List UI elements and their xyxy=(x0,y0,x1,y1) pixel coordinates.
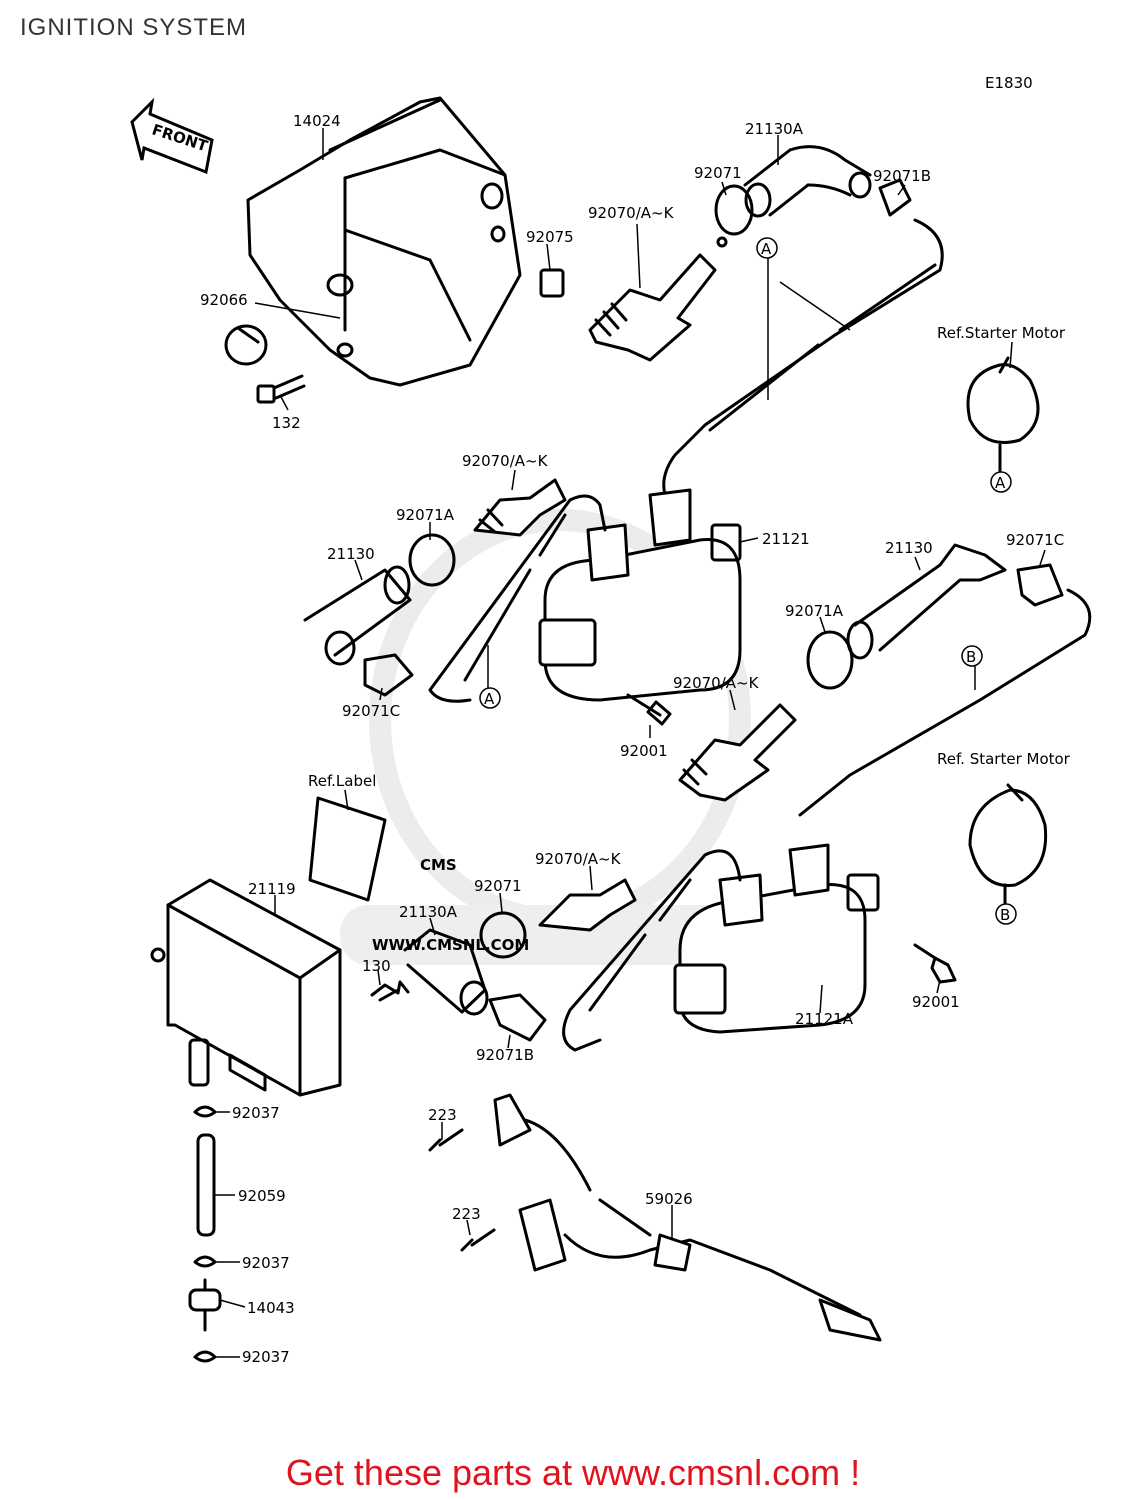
callout-92037-b: 92037 xyxy=(242,1254,290,1272)
callout-21130-left: 21130 xyxy=(327,545,375,563)
callout-14043: 14043 xyxy=(247,1299,295,1317)
callout-ref-starter-2: Ref. Starter Motor xyxy=(937,750,1071,768)
callout-92001-mid: 92001 xyxy=(620,742,668,760)
parts-diagram: CMS WWW.CMSNL.COM E1830 FRONT xyxy=(130,74,1092,1366)
starter-band-b xyxy=(968,783,1048,907)
seal-92071A-right xyxy=(806,630,854,690)
grommet-92066 xyxy=(224,324,268,366)
callout-92075: 92075 xyxy=(526,228,574,246)
ht-lead-left xyxy=(428,494,607,703)
ignition-coil-21121 xyxy=(538,488,742,702)
callout-92066: 92066 xyxy=(200,291,248,309)
harness-59026 xyxy=(493,1093,882,1342)
callout-223-b: 223 xyxy=(452,1205,481,1223)
marker-b-2: B xyxy=(1000,906,1010,924)
watermark-url: WWW.CMSNL.COM xyxy=(372,936,529,954)
spark-plug-mid xyxy=(473,478,567,537)
callouts: 14024 92075 92066 132 21130A 92071 92071… xyxy=(200,112,1071,1366)
callout-21121A: 21121A xyxy=(795,1010,854,1028)
callout-92071B-low: 92071B xyxy=(476,1046,534,1064)
leader-lines xyxy=(214,128,1046,1358)
hose-assembly xyxy=(188,1105,222,1363)
callout-132: 132 xyxy=(272,414,301,432)
callout-130: 130 xyxy=(362,957,391,975)
marker-b-1: B xyxy=(966,648,976,666)
ht-lead-bottom xyxy=(562,849,742,1052)
callout-92070-right: 92070/A~K xyxy=(673,674,760,692)
plug-cap-21130A-low xyxy=(403,928,489,1016)
callout-92037-c: 92037 xyxy=(242,1348,290,1366)
spark-plug-top xyxy=(588,236,728,362)
callout-92071C-right: 92071C xyxy=(1006,531,1064,549)
plug-cap-21130-left xyxy=(303,565,412,666)
callout-92059: 92059 xyxy=(238,1187,286,1205)
callout-92001-low: 92001 xyxy=(912,993,960,1011)
callout-21130A-low: 21130A xyxy=(399,903,458,921)
footer-link[interactable]: Get these parts at www.cmsnl.com ! xyxy=(285,1452,861,1493)
seal-92071-top xyxy=(714,184,754,236)
diagram-code: E1830 xyxy=(985,74,1033,92)
ht-lead-upper xyxy=(662,218,944,497)
callout-92037-a: 92037 xyxy=(232,1104,280,1122)
callout-14024: 14024 xyxy=(293,112,341,130)
page-title: IGNITION SYSTEM xyxy=(20,14,248,41)
watermark-logo: CMS xyxy=(420,856,457,874)
callout-223-a: 223 xyxy=(428,1106,457,1124)
bolt-92001-low xyxy=(913,943,957,984)
callout-21119: 21119 xyxy=(248,880,296,898)
callout-92071A-right: 92071A xyxy=(785,602,844,620)
ref-label-sheet xyxy=(308,796,387,902)
cap-92071B-top xyxy=(878,178,912,217)
callout-21130-right: 21130 xyxy=(885,539,933,557)
marker-a-2: A xyxy=(995,474,1006,492)
spark-plug-low xyxy=(538,878,637,932)
plug-cap-21130A-top xyxy=(743,145,872,218)
callout-ref-label: Ref.Label xyxy=(308,772,376,790)
callout-21130A-top: 21130A xyxy=(745,120,804,138)
cap-92071C-right xyxy=(1016,563,1064,607)
igniter-21119 xyxy=(150,878,342,1097)
pad-92075 xyxy=(539,268,565,298)
callout-92071-top: 92071 xyxy=(694,164,742,182)
callout-92070-top: 92070/A~K xyxy=(588,204,675,222)
callout-92070-low: 92070/A~K xyxy=(535,850,622,868)
bolt-130 xyxy=(370,980,410,1002)
cap-92071B-low xyxy=(488,993,547,1042)
ignition-coil-21121A xyxy=(673,843,880,1034)
markers xyxy=(479,237,1017,925)
callout-92071-low: 92071 xyxy=(474,877,522,895)
callout-ref-starter-1: Ref.Starter Motor xyxy=(937,324,1066,342)
screw-223-a xyxy=(428,1128,464,1152)
callout-92070-mid: 92070/A~K xyxy=(462,452,549,470)
callout-92071A-left: 92071A xyxy=(396,506,455,524)
callout-92071B-top: 92071B xyxy=(873,167,931,185)
marker-a-3: A xyxy=(484,690,495,708)
seal-92071A-left xyxy=(408,533,456,587)
ignition-cover xyxy=(246,96,522,387)
spark-plug-right xyxy=(678,703,797,802)
bolt-92001-mid xyxy=(626,693,672,726)
starter-band-a xyxy=(966,356,1040,474)
front-arrow: FRONT xyxy=(130,97,214,175)
callout-21121: 21121 xyxy=(762,530,810,548)
ht-lead-lower xyxy=(798,588,1092,817)
callout-92071C-left: 92071C xyxy=(342,702,400,720)
callout-59026: 59026 xyxy=(645,1190,693,1208)
screw-223-b xyxy=(460,1228,496,1252)
seal-92071-low xyxy=(479,911,527,959)
marker-a-1: A xyxy=(761,240,772,258)
cap-92071C-left xyxy=(363,653,414,697)
plug-cap-21130-right xyxy=(846,543,1007,660)
